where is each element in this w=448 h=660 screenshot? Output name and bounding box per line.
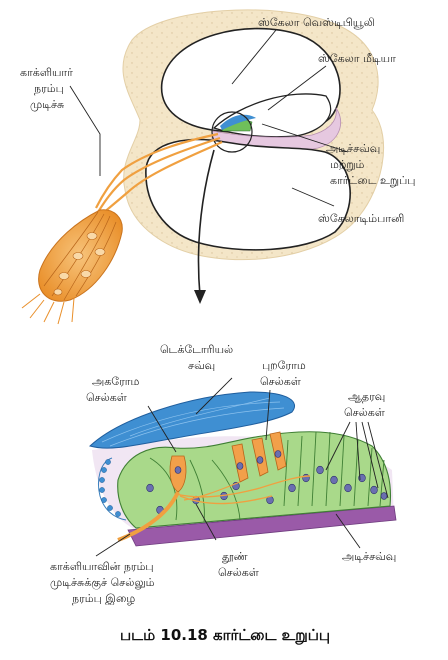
basilar-membrane [127, 505, 397, 547]
organ-of-corti-detail [89, 391, 397, 547]
bottom-leader-lines [95, 377, 389, 557]
tectorial-membrane [89, 391, 296, 449]
magnify-circle [211, 111, 253, 153]
label-scala-vestibuli: ஸ்கேலா வெஸ்டிபியூலி [258, 16, 375, 29]
label-scala-tympani: ஸ்கேலாடிம்பானி [318, 212, 404, 225]
label-nerve-fibre-1: காக்ளியாவின் நரம்பு [50, 560, 154, 573]
label-supporting-2: செல்கள் [344, 406, 385, 419]
label-basilar-organ-3: கார்ட்டை உறுப்பு [330, 174, 416, 187]
label-tectorial-1: டெக்டோரியல் [160, 343, 233, 356]
cochlea-cross-section [122, 9, 385, 304]
limbus-cells [99, 459, 121, 517]
bottom-labels: டெக்டோரியல் சவ்வு அகரோம செல்கள் புறரோம ச… [50, 343, 396, 605]
top-labels: ஸ்கேலா வெஸ்டிபியூலி ஸ்கேலா மீடியா காக்ளி… [20, 16, 416, 225]
label-inner-hair-2: செல்கள் [86, 391, 127, 404]
label-inner-hair-1: அகரோம [92, 375, 140, 388]
inner-hair-cell [169, 455, 187, 493]
label-outer-hair-1: புறரோம [262, 359, 306, 372]
label-basilar-membrane: அடிச்சவ்வு [342, 550, 396, 563]
label-cochlear-nerve-2: நரம்பு [34, 82, 64, 95]
label-supporting-1: ஆதரவு [348, 390, 385, 403]
zoom-arrow-head [194, 290, 206, 304]
spiral-ganglion [21, 209, 123, 325]
scala-tympani [145, 138, 351, 251]
supporting-cell-nuclei [146, 465, 388, 515]
label-outer-hair-2: செல்கள் [260, 375, 301, 388]
tectorial-fibres [101, 397, 285, 447]
label-nerve-fibre-2: முடிச்சுக்குச் செல்லும் [50, 576, 155, 591]
label-cochlear-nerve-3: முடிச்சு [30, 98, 64, 111]
label-pillar-1: தூண் [222, 550, 248, 563]
limbus-curl [98, 457, 127, 521]
label-cochlear-nerve-1: காக்ளியார் [20, 66, 73, 79]
top-leader-lines [69, 29, 349, 207]
label-scala-media: ஸ்கேலா மீடியா [318, 52, 396, 65]
label-nerve-fibre-3: நரம்பு இழை [72, 592, 135, 605]
figure-caption: படம் 10.18 கார்ட்டை உறுப்பு [120, 626, 330, 645]
zoom-arrow [197, 149, 215, 297]
label-basilar-organ-1: அடிச்சவ்வு [326, 142, 380, 155]
label-tectorial-2: சவ்வு [188, 359, 215, 372]
label-basilar-organ-2: மற்றும் [330, 158, 365, 171]
label-pillar-2: செல்கள் [218, 566, 259, 579]
outer-hair-cells [231, 431, 287, 483]
